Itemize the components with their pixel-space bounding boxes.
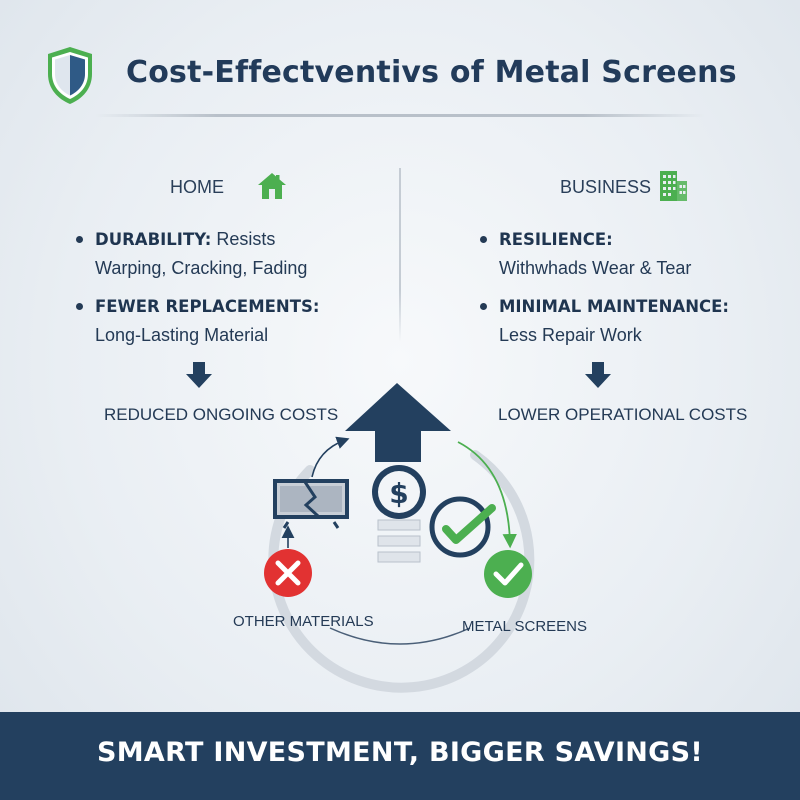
bullet-dot [76, 236, 83, 243]
bullet-dot [480, 236, 487, 243]
dollar-coin-icon: $ [372, 465, 426, 519]
green-cycle-arrow [457, 441, 517, 549]
bullet-heading: DURABILITY: [95, 230, 212, 249]
home-bullet-replacements: FEWER REPLACEMENTS: Long-Lasting Materia… [76, 292, 320, 349]
column-divider [399, 168, 401, 342]
home-column-label: HOME [170, 177, 224, 197]
other-materials-label: OTHER MATERIALS [233, 613, 374, 630]
stack-bar [377, 551, 421, 563]
footer-tagline: SMART INVESTMENT, BIGGER SAVINGS! [96, 737, 704, 768]
svg-text:$: $ [389, 477, 408, 510]
shield-logo-icon [48, 47, 92, 104]
stack-bar [377, 519, 421, 531]
bullet-detail: Withwhads Wear & Tear [499, 258, 692, 278]
bullet-heading: MINIMAL MAINTENANCE: [499, 297, 729, 316]
dark-cycle-arrow [311, 436, 350, 478]
bullet-text: Resists [216, 229, 276, 249]
house-icon [258, 173, 286, 199]
business-result: LOWER OPERATIONAL COSTS [498, 405, 748, 424]
business-column-label: BUSINESS [560, 177, 652, 197]
metal-screens-label: METAL SCREENS [462, 618, 588, 635]
bullet-detail: Less Repair Work [499, 325, 642, 345]
page-title: Cost-Effectventivs of Metal Screens [126, 55, 737, 90]
bullet-dot [480, 303, 487, 310]
up-arrow-icon [345, 383, 451, 462]
bullet-dot [76, 303, 83, 310]
bullet-detail: Warping, Cracking, Fading [95, 258, 308, 278]
stack-bar [377, 535, 421, 547]
red-x-badge-icon [264, 549, 312, 597]
business-bullet-resilience: RESILIENCE: Withwhads Wear & Tear [480, 225, 692, 282]
home-result: REDUCED ONGOING COSTS [104, 405, 339, 424]
cost-cycle-diagram: $ [264, 383, 535, 693]
footer-banner: SMART INVESTMENT, BIGGER SAVINGS! [0, 712, 800, 800]
cracked-panel-icon [273, 479, 349, 529]
bullet-heading: RESILIENCE: [499, 230, 613, 249]
down-arrow-icon [585, 362, 611, 388]
office-building-icon [660, 171, 687, 201]
home-bullet-durability: DURABILITY: Resists Warping, Cracking, F… [76, 225, 308, 282]
down-arrow-icon [186, 362, 212, 388]
business-bullet-maintenance: MINIMAL MAINTENANCE: Less Repair Work [480, 292, 729, 349]
cycle-bottom-arc [329, 627, 471, 645]
title-divider [95, 114, 705, 117]
check-circle-icon [429, 496, 496, 558]
green-check-badge-icon [484, 550, 532, 598]
bullet-heading: FEWER REPLACEMENTS: [95, 297, 320, 316]
bullet-detail: Long-Lasting Material [95, 325, 269, 345]
